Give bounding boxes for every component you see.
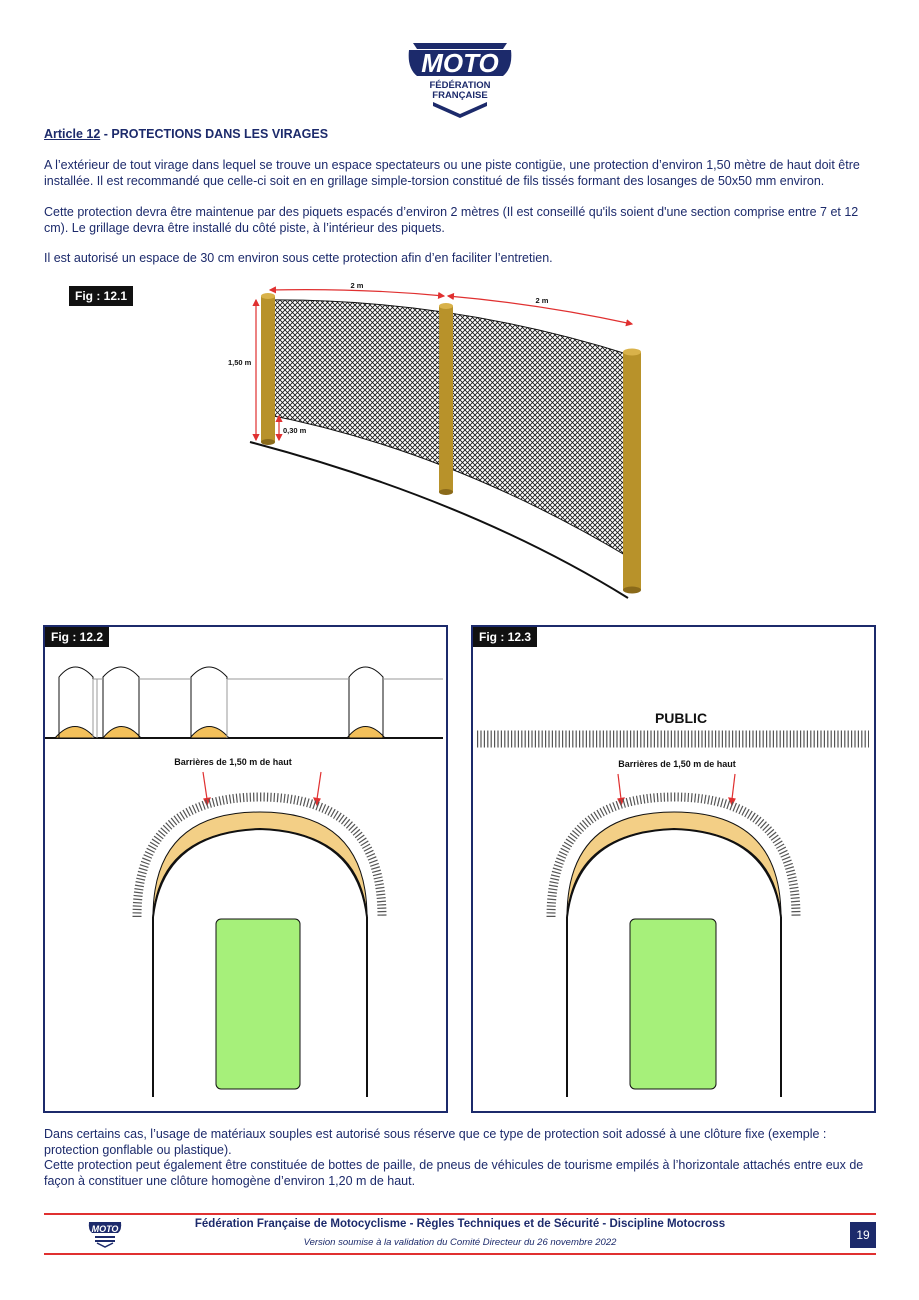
page-number: 19	[850, 1222, 876, 1248]
ffm-logo: MOTO FÉDÉRATION FRANÇAISE	[408, 43, 512, 118]
fence-post-2	[439, 303, 453, 495]
fig-12-1-fence-diagram: 2 m 2 m 1,50 m 0,30 m	[228, 281, 641, 599]
dim-label-height: 1,50 m	[228, 358, 252, 367]
fig-12-2-drawing: Barrières de 1,50 m de haut	[45, 666, 443, 1097]
logo-line1: FÉDÉRATION	[429, 80, 490, 91]
dim-label-spacing-1: 2 m	[351, 281, 364, 290]
fig-12-2-infield	[215, 918, 301, 1090]
fig-12-2-inflatable-band	[152, 811, 368, 918]
logo-line2: FRANÇAISE	[432, 90, 487, 101]
paragraph-4: Dans certains cas, l’usage de matériaux …	[44, 1127, 876, 1189]
fig-12-3-inflatable-band	[566, 811, 782, 918]
track-edge-line	[249, 441, 629, 599]
footer-title: Fédération Française de Motocyclisme - R…	[194, 1218, 726, 1230]
fence-post-1	[261, 293, 275, 445]
paragraph-1: A l’extérieur de tout virage dans lequel…	[44, 158, 860, 188]
footer-version: Version soumise à la validation du Comit…	[303, 1237, 617, 1248]
fig-12-2-track-edge	[152, 827, 368, 918]
footer-logo: MOTO	[88, 1222, 122, 1248]
fig-12-3-panel: PUBLIC Barrières de 1,50 m de haut Fig :…	[471, 625, 876, 1113]
article-title: Article 12 - PROTECTIONS DANS LES VIRAGE…	[44, 127, 328, 141]
dim-arrow-spacing-2	[446, 292, 634, 327]
dim-label-spacing-2: 2 m	[536, 296, 549, 305]
fig-12-3-infield	[629, 918, 717, 1090]
paragraph-4b: Cette protection peut également être con…	[44, 1158, 864, 1188]
fig-12-3-public-label: PUBLIC	[655, 710, 707, 726]
fig-12-1-label: Fig : 12.1	[69, 286, 134, 306]
fig-12-3-label: Fig : 12.3	[473, 627, 538, 647]
footer-rule-top	[44, 1213, 876, 1215]
paragraph-2: Cette protection devra être maintenue pa…	[44, 205, 859, 235]
dim-arrow-spacing-1	[268, 286, 446, 300]
fig-12-2-barrier-caption: Barrières de 1,50 m de haut	[174, 757, 292, 767]
footer-logo-wordmark: MOTO	[92, 1224, 119, 1234]
article-heading: - PROTECTIONS DANS LES VIRAGES	[100, 127, 329, 141]
fig-12-2-label: Fig : 12.2	[45, 627, 110, 647]
fig-12-3-drawing: PUBLIC Barrières de 1,50 m de haut	[477, 710, 869, 1097]
logo-wordmark: MOTO	[421, 48, 499, 78]
footer-rule-bottom	[44, 1253, 876, 1255]
article-number: Article 12	[44, 127, 101, 141]
fence-post-3	[623, 348, 641, 594]
dim-label-gap: 0,30 m	[283, 426, 307, 435]
fig-12-3-track-edge	[566, 827, 782, 918]
fig-12-3-barrier-caption: Barrières de 1,50 m de haut	[618, 759, 736, 769]
fig-12-2-panel: Barrières de 1,50 m de haut Fig : 12.2	[43, 625, 448, 1113]
paragraph-4a: Dans certains cas, l’usage de matériaux …	[44, 1127, 827, 1157]
paragraph-3: Il est autorisé un espace de 30 cm envir…	[44, 251, 553, 265]
